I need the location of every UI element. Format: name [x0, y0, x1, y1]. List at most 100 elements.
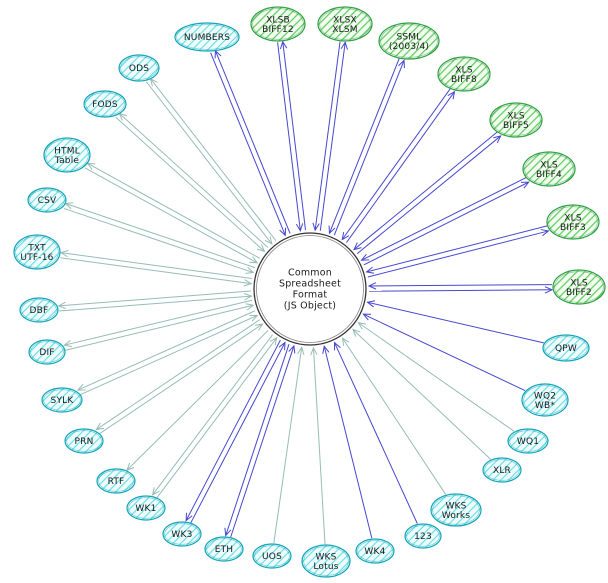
edge-html: [84, 167, 258, 264]
edge-xls-biff8: [341, 88, 451, 240]
arrowhead-xls-biff5: [353, 242, 362, 251]
edge-wk3: [185, 339, 281, 521]
node-label: WK3: [171, 530, 192, 540]
node-label: TXT: [27, 243, 46, 253]
arrowhead-xlsx: [312, 222, 320, 232]
node-label: PRN: [74, 437, 93, 447]
node-dif: DIF: [28, 339, 66, 365]
arrowhead-xls-biff2: [544, 286, 554, 294]
arrowhead-wk1: [151, 487, 160, 496]
node-ellipse: [522, 151, 576, 187]
node-ellipse-sketch: [85, 92, 125, 116]
node-wq1: WQ1: [507, 428, 549, 454]
node-ellipse: [252, 543, 292, 569]
format-nodes: XLSBBIFF12XLSXXLSMSSML(2003/4)XLSBIFF8XL…: [13, 6, 606, 578]
node-ellipse-sketch: [439, 58, 489, 90]
node-wk4: WK4: [355, 538, 395, 564]
arrowhead-xls-biff8: [447, 90, 456, 100]
edge-ssml: [333, 60, 405, 236]
node-csv: CSV: [27, 187, 67, 213]
node-ellipse: [64, 428, 104, 454]
edge-n123: [334, 342, 418, 524]
node-ellipse-sketch: [523, 385, 567, 415]
edge-wq2: [363, 313, 526, 392]
node-ellipse-sketch: [544, 336, 588, 360]
edge-xls-biff5: [356, 135, 501, 254]
edge-fods: [119, 113, 269, 248]
arrowhead-txt: [59, 249, 69, 258]
node-ellipse-sketch: [66, 430, 102, 452]
edge-xlsb: [282, 41, 307, 231]
node-ellipse-sketch: [406, 525, 440, 547]
node-ellipse: [489, 102, 543, 138]
node-ellipse: [552, 269, 606, 305]
node-label: SSML: [396, 32, 421, 42]
arrowhead-wk1: [269, 336, 278, 346]
arrowhead-fods: [256, 244, 266, 253]
node-ellipse: [546, 204, 600, 240]
node-ellipse-sketch: [120, 56, 158, 80]
node-label: Works: [442, 511, 471, 521]
edge-dif: [64, 299, 253, 346]
edge-wk3: [190, 342, 286, 524]
arrowhead-xls-biff5: [493, 135, 502, 144]
edge-xls-biff4: [361, 177, 527, 261]
edge-xlsb: [277, 42, 301, 231]
node-ellipse-sketch: [21, 299, 57, 321]
center-label: (JS Object): [284, 301, 336, 312]
arrowhead-xlsx: [340, 41, 348, 50]
arrowhead-eth: [288, 344, 296, 354]
arrowhead-xls-biff3: [365, 266, 375, 274]
arrowhead-xls-biff8: [341, 231, 350, 241]
node-wk3: WK3: [162, 521, 202, 547]
node-eth: ETH: [204, 536, 244, 562]
edge-xls-biff4: [363, 181, 529, 266]
node-label: DBF: [30, 306, 49, 316]
node-label: UOS: [262, 552, 282, 562]
edge-xlsx: [319, 42, 346, 231]
node-ellipse-sketch: [43, 389, 81, 411]
node-sylk: SYLK: [41, 387, 83, 413]
arrowhead-html: [249, 256, 259, 264]
node-ellipse-sketch: [491, 104, 541, 136]
arrowhead-numbers: [279, 227, 287, 237]
edge-dbf: [58, 290, 252, 307]
node-label: ODS: [129, 64, 149, 74]
node-ellipse-sketch: [128, 497, 164, 519]
edge-rtf: [126, 330, 269, 471]
node-ellipse-sketch: [303, 546, 349, 576]
node-ellipse: [204, 536, 244, 562]
edge-xls-biff5: [353, 131, 498, 250]
node-ellipse: [250, 6, 306, 42]
node-ellipse: [43, 137, 91, 173]
node-label: RTF: [108, 477, 125, 487]
node-label: HTML: [54, 146, 80, 156]
node-uos: UOS: [252, 543, 292, 569]
node-qpw: QPW: [542, 334, 590, 362]
arrowhead-wks-works: [341, 337, 350, 346]
edge-sylk: [79, 315, 258, 396]
node-ellipse: [355, 538, 395, 564]
edge-uos: [273, 347, 303, 544]
node-label: UTF-16: [20, 253, 53, 263]
node-ellipse-sketch: [319, 8, 371, 40]
edge-wks-works: [342, 337, 447, 495]
node-fods: FODS: [83, 90, 127, 118]
center-circle: [253, 232, 367, 346]
arrowhead-wk3: [185, 512, 193, 522]
node-ssml: SSML(2003/4): [378, 22, 440, 60]
node-rtf: RTF: [96, 468, 136, 494]
edge-xlsx: [314, 41, 341, 231]
edge-csv: [63, 207, 254, 274]
node-ellipse: [27, 187, 67, 213]
edge-prn: [96, 319, 260, 430]
node-label: CSV: [38, 196, 57, 206]
node-n123: 123: [404, 523, 442, 549]
edge-csv: [65, 203, 256, 269]
edge-txt: [60, 252, 252, 279]
node-prn: PRN: [64, 428, 104, 454]
node-label: DIF: [39, 348, 54, 358]
node-ellipse: [96, 468, 136, 494]
